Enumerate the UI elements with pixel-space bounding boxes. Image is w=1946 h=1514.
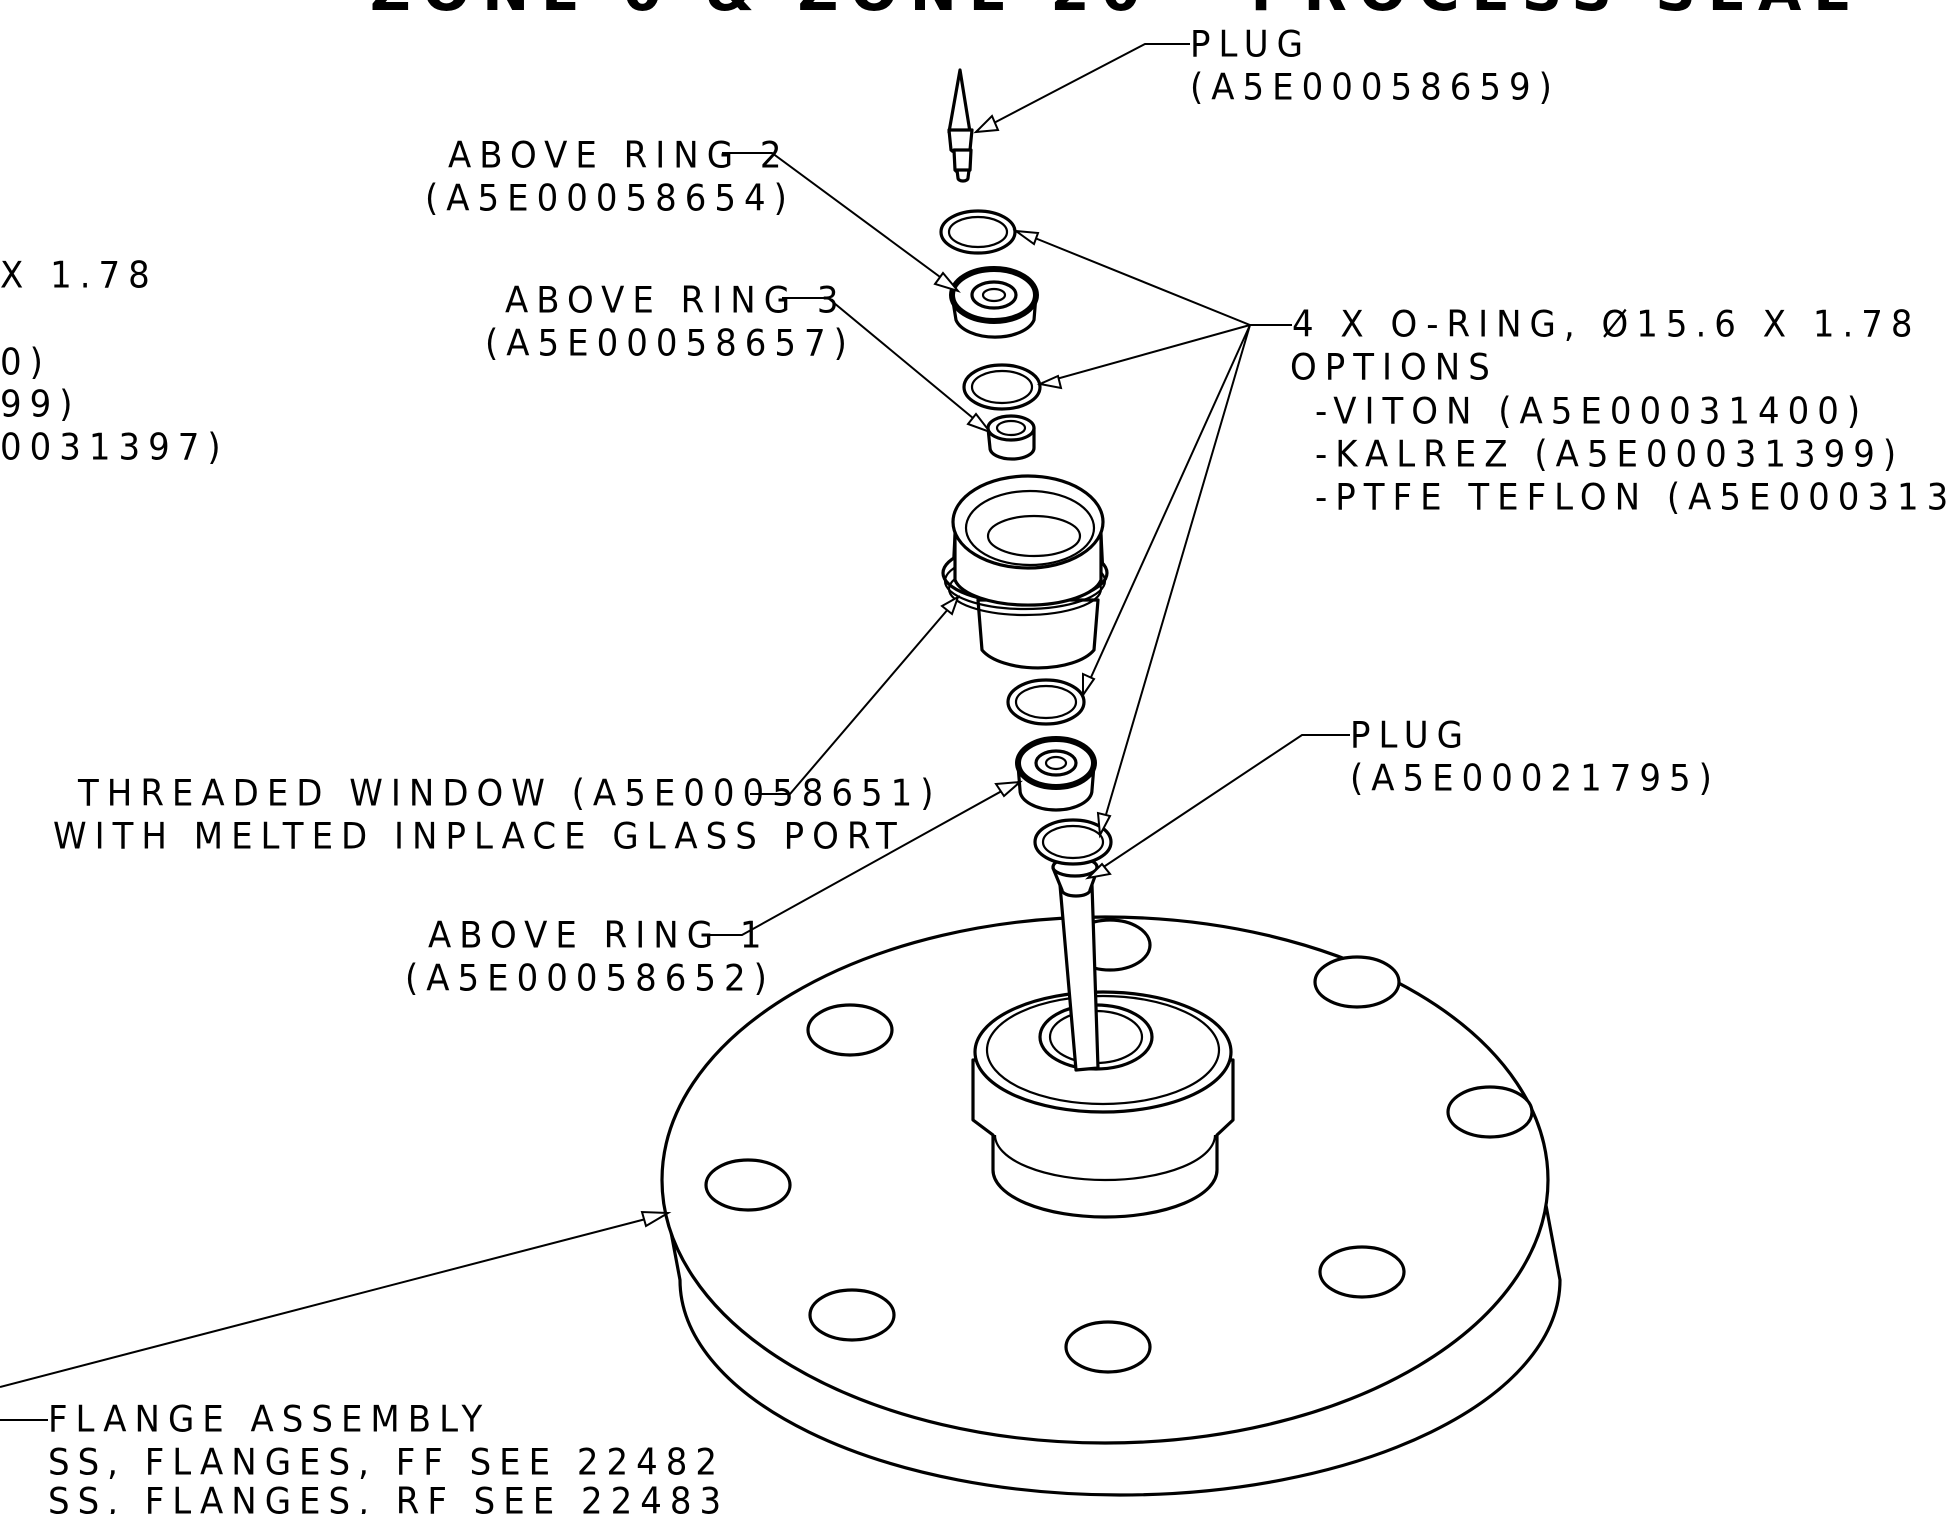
flange-label-line-3: SS, FLANGES, RF SEE 22483	[48, 1480, 729, 1514]
o-ring-1	[939, 209, 1017, 255]
above-ring-3-part: (A5E00058657)	[485, 322, 855, 365]
o-ring-label-line-3: -VITON (A5E00031400)	[1315, 390, 1868, 433]
above-ring-1-part: (A5E00058652)	[405, 957, 775, 1000]
bolt-hole	[1064, 1320, 1152, 1374]
plug-top	[947, 68, 974, 183]
drawing-title: ZONE 0 & ZONE 20 - PROCESS SEAL	[370, 0, 1861, 24]
flange-assembly	[660, 915, 1562, 1497]
threaded-window-label-line-2: WITH MELTED INPLACE GLASS PORT	[53, 815, 905, 858]
above-ring-2-label: ABOVE RING 2	[448, 134, 789, 177]
plug-top-label: PLUG	[1190, 23, 1311, 66]
bolt-hole	[1313, 955, 1401, 1009]
flange-label-line-2: SS, FLANGES, FF SEE 22482	[48, 1441, 725, 1484]
above-ring-3	[986, 414, 1036, 461]
o-ring-label-line-1: 4 X O-RING, Ø15.6 X 1.78	[1292, 303, 1921, 346]
above-ring-1	[1015, 736, 1097, 812]
bolt-hole	[806, 1003, 894, 1057]
plug-bottom-label: PLUG	[1350, 714, 1471, 757]
bolt-hole	[1446, 1085, 1534, 1139]
flange-label-line-1: FLANGE ASSEMBLY	[48, 1398, 490, 1441]
above-ring-2-part: (A5E00058654)	[425, 177, 795, 220]
threaded-window-label-line-1: THREADED WINDOW (A5E00058651)	[77, 772, 942, 815]
o-ring-label-line-4: -KALREZ (A5E00031399)	[1315, 433, 1904, 476]
bolt-hole	[808, 1288, 896, 1342]
bolt-hole	[1318, 1245, 1406, 1299]
left-partial-line-4: 0031397)	[0, 426, 229, 469]
left-partial-line-3: 99)	[0, 383, 81, 426]
o-ring-4	[1033, 818, 1113, 866]
plug-top-part: (A5E00058659)	[1190, 66, 1560, 109]
threaded-window	[941, 474, 1109, 670]
o-ring-label-line-2: OPTIONS	[1290, 346, 1498, 389]
bolt-hole	[704, 1158, 792, 1212]
above-ring-1-label: ABOVE RING 1	[428, 914, 769, 957]
o-ring-2	[962, 363, 1042, 411]
o-ring-label-line-5: -PTFE TEFLON (A5E00031397)	[1315, 476, 1946, 519]
above-ring-3-label: ABOVE RING 3	[505, 279, 846, 322]
left-partial-line-1: X 1.78	[0, 254, 158, 297]
left-partial-line-2: 0)	[0, 341, 51, 384]
above-ring-2	[949, 266, 1039, 339]
o-ring-3	[1006, 678, 1086, 726]
plug-bottom-part: (A5E00021795)	[1350, 757, 1720, 800]
leader-lines	[0, 43, 1350, 1421]
